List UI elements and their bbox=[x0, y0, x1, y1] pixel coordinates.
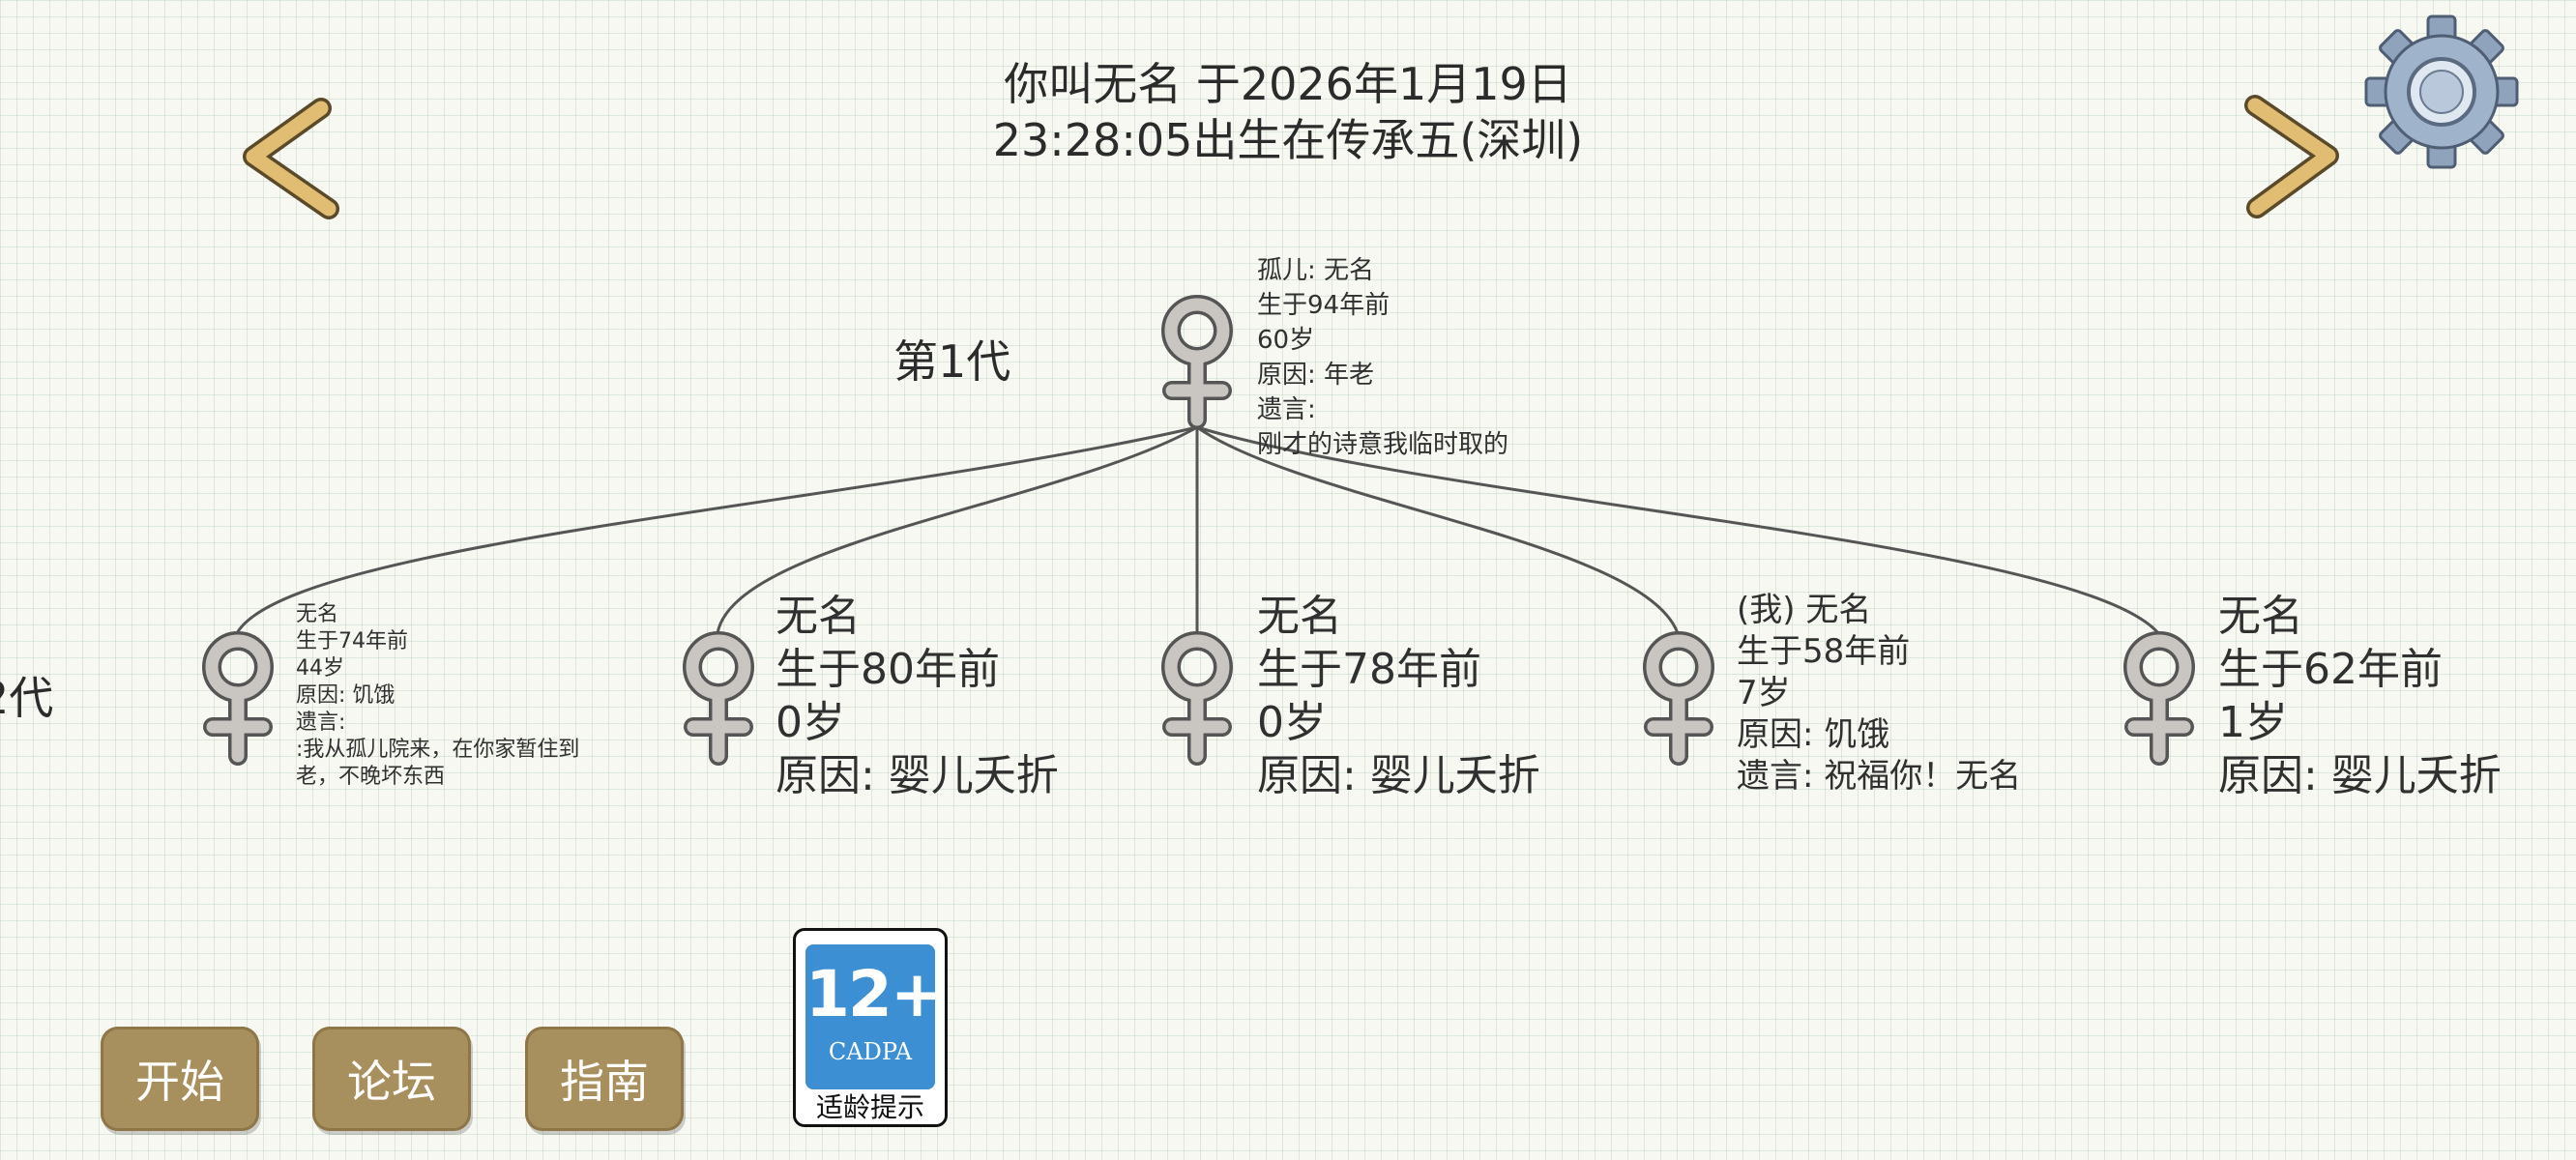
person-gen2-1-info: 无名 生于74年前 44岁 原因: 饥饿 遗言: :我从孤儿院来，在你家暂住到 … bbox=[296, 602, 580, 789]
person-gen2-1-icon[interactable] bbox=[193, 626, 282, 771]
header-title: 你叫无名 于2026年1月19日 23:28:05出生在传承五(深圳) bbox=[805, 56, 1771, 168]
guide-button[interactable]: 指南 bbox=[525, 1027, 684, 1131]
age-rating-number: 12+ bbox=[805, 957, 944, 1031]
person-gen1-icon[interactable] bbox=[1153, 290, 1242, 435]
gear-icon[interactable] bbox=[2359, 10, 2524, 174]
person-gen2-3-icon[interactable] bbox=[1153, 626, 1242, 771]
person-gen2-5-icon[interactable] bbox=[2115, 626, 2204, 771]
person-gen2-2-info: 无名 生于80年前 0岁 原因: 婴儿夭折 bbox=[776, 592, 1059, 800]
age-rating-org: CADPA bbox=[828, 1038, 913, 1065]
left-arrow-icon[interactable] bbox=[232, 97, 348, 222]
person-gen2-3-info: 无名 生于78年前 0岁 原因: 婴儿夭折 bbox=[1257, 592, 1540, 800]
age-rating-tip: 适龄提示 bbox=[815, 1091, 924, 1123]
generation-label-2: 2代 bbox=[0, 672, 54, 724]
person-gen2-4-icon[interactable] bbox=[1634, 626, 1723, 771]
title-line-1: 你叫无名 于2026年1月19日 bbox=[1004, 58, 1572, 110]
age-rating-panel: 12+ CADPA bbox=[805, 944, 944, 1089]
person-gen2-5-info: 无名 生于62年前 1岁 原因: 婴儿夭折 bbox=[2218, 592, 2502, 800]
generation-label-1: 第1代 bbox=[893, 335, 1011, 388]
age-rating-badge[interactable]: 12+ CADPA 适龄提示 bbox=[793, 928, 948, 1127]
forum-button[interactable]: 论坛 bbox=[312, 1027, 471, 1131]
start-button[interactable]: 开始 bbox=[101, 1027, 259, 1131]
person-gen1-info: 孤儿: 无名 生于94年前 60岁 原因: 年老 遗言: 刚才的诗意我临时取的 bbox=[1257, 256, 1509, 459]
person-gen2-4-info: (我) 无名 生于58年前 7岁 原因: 饥饿 遗言: 祝福你！无名 bbox=[1737, 591, 2022, 796]
right-arrow-icon[interactable] bbox=[2234, 92, 2350, 222]
person-gen2-2-icon[interactable] bbox=[674, 626, 763, 771]
title-line-2: 23:28:05出生在传承五(深圳) bbox=[992, 114, 1584, 166]
